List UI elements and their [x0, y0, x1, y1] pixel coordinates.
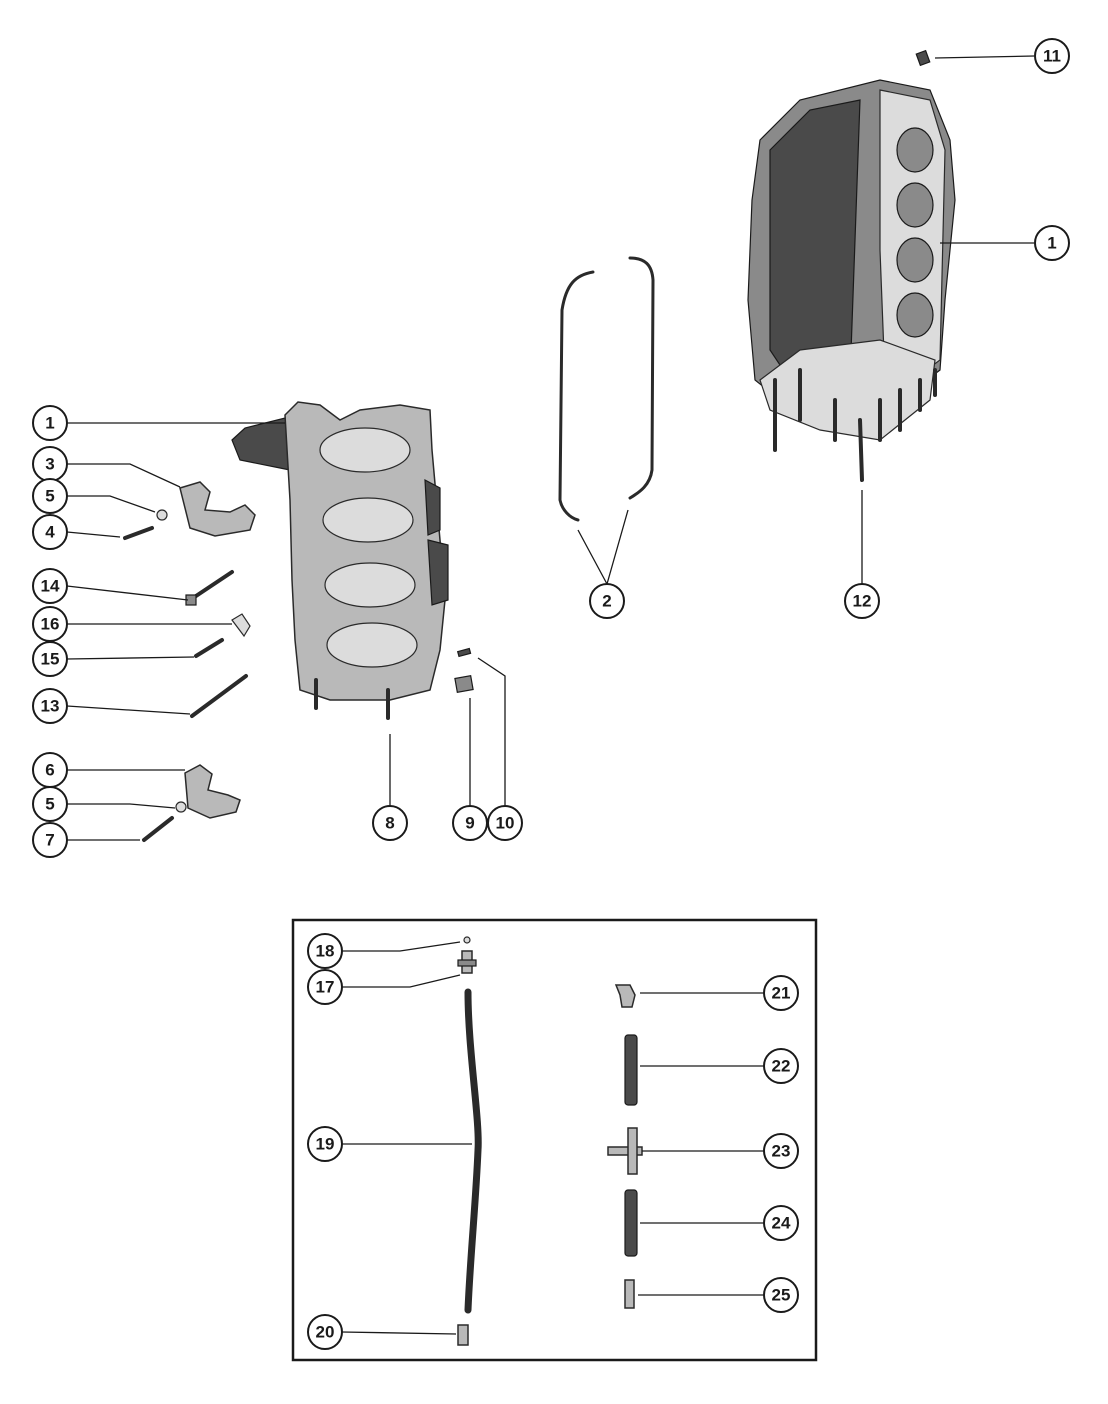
callout-17-label: 17 [316, 978, 335, 997]
callout-11: 11 [1034, 38, 1070, 74]
callout-7-label: 7 [45, 831, 54, 850]
main-bearing-cap-lower-part [184, 764, 241, 819]
callout-1-block: 1 [1034, 225, 1070, 261]
callout-25-label: 25 [772, 1286, 791, 1305]
callout-3: 3 [32, 446, 68, 482]
bolt-part-13 [190, 674, 248, 718]
bolt-part-7 [142, 816, 174, 842]
elbow-fitting-part-21 [614, 984, 636, 1008]
callout-14: 14 [32, 568, 68, 604]
callout-2-label: 2 [602, 592, 611, 611]
callout-17: 17 [307, 969, 343, 1005]
bolt-part-15 [194, 638, 224, 658]
breather-kit-frame [291, 918, 818, 1362]
callout-22-label: 22 [772, 1057, 791, 1076]
callout-6: 6 [32, 752, 68, 788]
callout-15-label: 15 [41, 650, 60, 669]
callout-2: 2 [589, 583, 625, 619]
callout-8: 8 [372, 805, 408, 841]
hose-part-24 [624, 1189, 638, 1257]
callout-10-label: 10 [496, 814, 515, 833]
callout-21: 21 [763, 975, 799, 1011]
callout-13-label: 13 [41, 697, 60, 716]
bolt-part-14 [185, 570, 234, 606]
callout-22: 22 [763, 1048, 799, 1084]
callout-13: 13 [32, 688, 68, 724]
callout-9: 9 [452, 805, 488, 841]
callout-10: 10 [487, 805, 523, 841]
callout-4-label: 4 [45, 523, 55, 542]
dowel-part-9 [454, 675, 474, 693]
callout-7: 7 [32, 822, 68, 858]
callout-1-cover: 1 [32, 405, 68, 441]
leader-lines [66, 55, 1035, 1335]
washer-part-upper [156, 509, 168, 521]
callout-5-upper-label: 5 [45, 487, 54, 506]
callout-1-cover-label: 1 [45, 414, 54, 433]
callout-20: 20 [307, 1314, 343, 1350]
callout-23-label: 23 [772, 1142, 791, 1161]
washer-part-lower [175, 801, 187, 813]
bolt-part-4 [123, 526, 154, 540]
callout-9-label: 9 [465, 814, 474, 833]
breather-hose-part [464, 988, 482, 1314]
callout-20-label: 20 [316, 1323, 335, 1342]
callout-21-label: 21 [772, 984, 791, 1003]
pin-part-10 [456, 647, 472, 658]
callout-16: 16 [32, 606, 68, 642]
tee-fitting-part-23 [607, 1127, 643, 1175]
callout-11-label: 11 [1043, 47, 1061, 66]
callout-4: 4 [32, 514, 68, 550]
callout-5-lower-label: 5 [45, 795, 54, 814]
fitting-part-17 [457, 950, 477, 974]
callout-1-block-label: 1 [1047, 234, 1056, 253]
callout-15: 15 [32, 641, 68, 677]
small-clip-part-18 [463, 936, 471, 944]
pipe-plug-part [915, 49, 931, 67]
callout-12-label: 12 [853, 592, 872, 611]
seal-strips-part [558, 256, 655, 522]
cylinder-block-part [747, 79, 956, 482]
callout-3-label: 3 [45, 455, 54, 474]
callout-8-label: 8 [385, 814, 394, 833]
hose-part-22 [624, 1034, 638, 1106]
callout-12: 12 [844, 583, 880, 619]
callout-18-label: 18 [316, 942, 335, 961]
callout-24: 24 [763, 1205, 799, 1241]
callout-14-label: 14 [41, 577, 60, 596]
crankcase-cover-part [231, 401, 449, 720]
fitting-part-25 [624, 1279, 635, 1309]
callout-18: 18 [307, 933, 343, 969]
callout-5-upper: 5 [32, 478, 68, 514]
clip-part-16 [231, 613, 251, 638]
callout-6-label: 6 [45, 761, 54, 780]
callout-19: 19 [307, 1126, 343, 1162]
callout-25: 25 [763, 1277, 799, 1313]
callout-23: 23 [763, 1133, 799, 1169]
main-bearing-cap-upper-part [179, 481, 256, 537]
callout-5-lower: 5 [32, 786, 68, 822]
callout-19-label: 19 [316, 1135, 335, 1154]
fitting-part-20 [457, 1324, 469, 1346]
callout-24-label: 24 [772, 1214, 791, 1233]
callout-16-label: 16 [41, 615, 60, 634]
